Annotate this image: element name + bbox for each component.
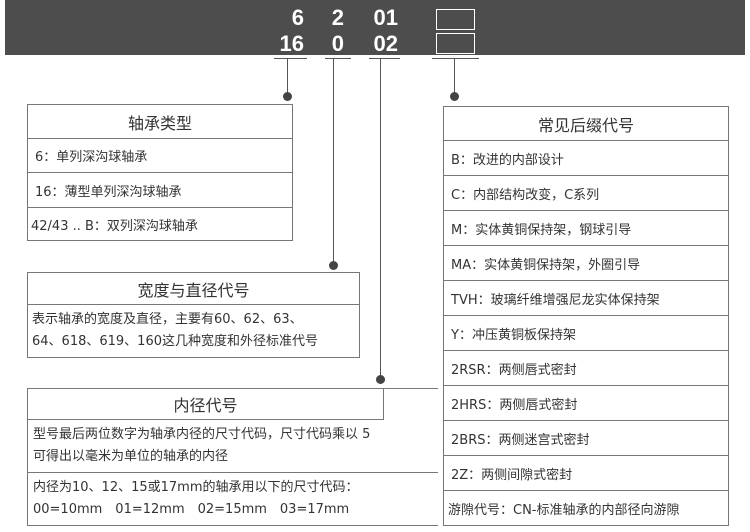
code-series-2: 16	[279, 31, 304, 56]
text-line: 内径为10、12、15或17mm的轴承用以下的尺寸代码：	[33, 480, 359, 495]
list-item: 16：薄型单列深沟球轴承	[28, 173, 292, 208]
underline-suffix	[432, 58, 479, 59]
connector-bore	[380, 58, 381, 378]
text-line: 型号最后两位数字为轴承内径的尺寸代码，尺寸代码乘以 5	[33, 427, 371, 442]
list-item: M：实体黄铜保持架，钢球引导	[444, 211, 728, 246]
connector-dot	[329, 261, 338, 270]
connector-dot	[376, 375, 385, 384]
underline-series	[274, 58, 307, 59]
code-bore-1: 01	[373, 5, 398, 30]
code-series-1: 6	[291, 5, 304, 30]
text-line: 可得出以毫米为单位的轴承的内径	[33, 449, 229, 464]
list-item: 2Z：两侧间隙式密封	[444, 456, 728, 491]
list-item: 6：单列深沟球轴承	[28, 139, 292, 173]
list-item: 42/43 .. B：双列深沟球轴承	[31, 218, 198, 234]
suffix-title: 常见后缀代号	[444, 107, 728, 141]
width-diameter-box: 宽度与直径代号 表示轴承的宽度及直径，主要有60、62、63、 64、618、6…	[27, 272, 360, 358]
code-dim-1: 2	[331, 5, 344, 30]
underline-dim	[325, 58, 351, 59]
text-line: 00=10mm 01=12mm 02=15mm 03=17mm	[33, 502, 350, 517]
bore-title: 内径代号	[28, 389, 384, 420]
list-item: 2RSR：两侧唇式密封	[444, 351, 728, 386]
list-item: 2BRS：两侧迷宫式密封	[444, 421, 728, 456]
bearing-type-title: 轴承类型	[28, 105, 292, 139]
bore-desc: 型号最后两位数字为轴承内径的尺寸代码，尺寸代码乘以 5 可得出以毫米为单位的轴承…	[28, 420, 438, 473]
bore-codes: 内径为10、12、15或17mm的轴承用以下的尺寸代码： 00=10mm 01=…	[28, 473, 438, 525]
list-item: 2HRS：两侧唇式密封	[444, 386, 728, 421]
text-line: 表示轴承的宽度及直径，主要有60、62、63、	[32, 312, 303, 327]
code-dim-2: 0	[331, 31, 344, 56]
code-header-bar	[5, 0, 745, 55]
list-item: TVH：玻璃纤维增强尼龙实体保持架	[444, 281, 728, 316]
list-item: C：内部结构改变，C系列	[444, 176, 728, 211]
list-item: B：改进的内部设计	[444, 141, 728, 176]
connector-dot	[283, 92, 292, 101]
list-item: MA：实体黄铜保持架，外圈引导	[444, 246, 728, 281]
suffix-placeholder-2	[436, 33, 475, 54]
width-diameter-title: 宽度与直径代号	[28, 273, 359, 305]
connector-series	[287, 58, 288, 96]
width-diameter-desc: 表示轴承的宽度及直径，主要有60、62、63、 64、618、619、160这几…	[28, 305, 359, 357]
bore-box: 内径代号 型号最后两位数字为轴承内径的尺寸代码，尺寸代码乘以 5 可得出以毫米为…	[27, 388, 438, 526]
list-item: Y：冲压黄铜板保持架	[444, 316, 728, 351]
code-bore-2: 02	[373, 31, 398, 56]
text-line: 64、618、619、160这几种宽度和外径标准代号	[32, 334, 318, 349]
connector-suffix	[454, 58, 455, 96]
suffix-box: 常见后缀代号 B：改进的内部设计 C：内部结构改变，C系列 M：实体黄铜保持架，…	[443, 106, 729, 526]
underline-bore	[369, 58, 400, 59]
suffix-placeholder-1	[436, 9, 475, 30]
bearing-type-box: 轴承类型 6：单列深沟球轴承 16：薄型单列深沟球轴承 42/43 .. B：双…	[27, 104, 293, 241]
connector-dim	[333, 58, 334, 264]
connector-dot	[450, 92, 459, 101]
list-item: 游隙代号：CN-标准轴承的内部径向游隙	[448, 502, 680, 518]
